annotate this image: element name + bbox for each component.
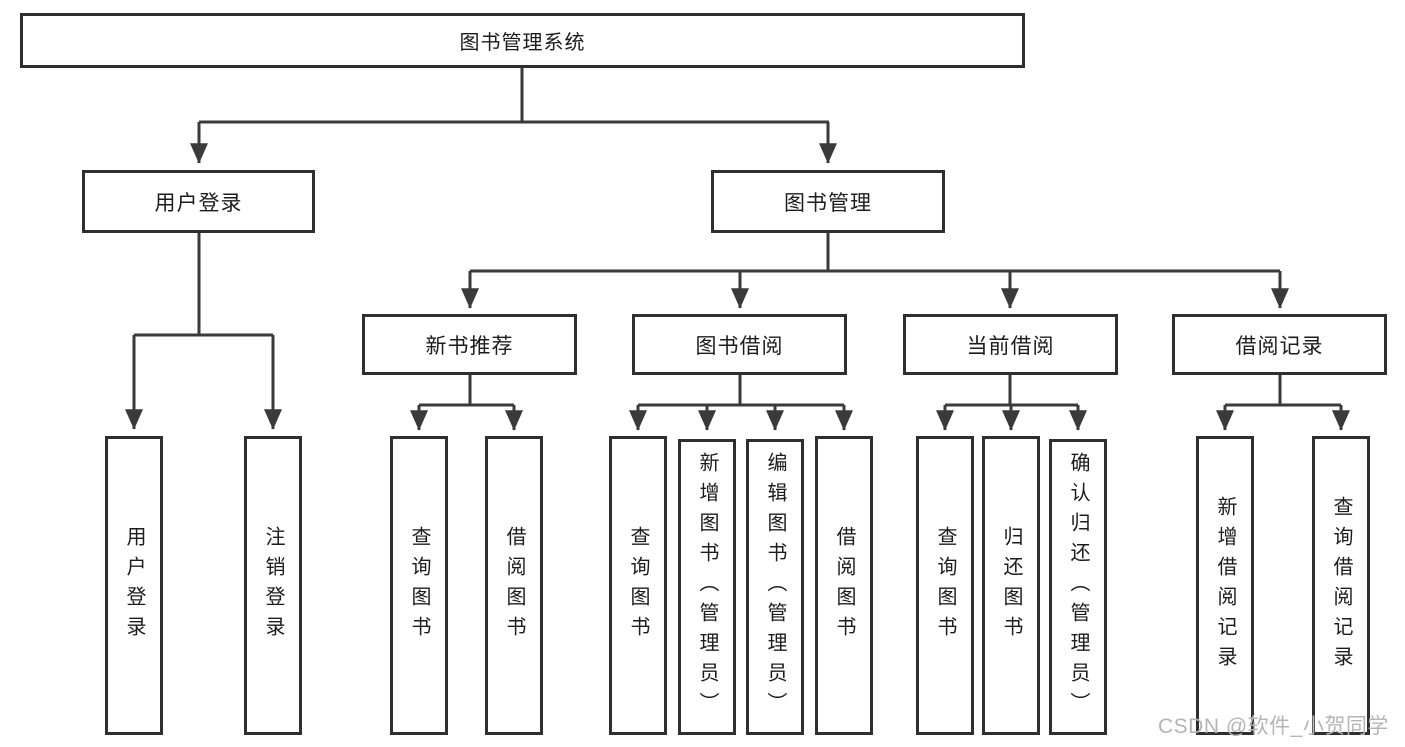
leaf-current-query-books: 查询图书: [916, 436, 974, 735]
node-book-borrowing: 图书借阅: [632, 314, 847, 375]
leaf-borrowing-edit-books-admin: 编辑图书（管理员）: [746, 439, 804, 735]
node-label: 借阅图书: [833, 525, 855, 646]
node-label: 图书管理系统: [459, 32, 586, 54]
node-label: 借阅记录: [1235, 334, 1324, 358]
node-label: 借阅图书: [503, 525, 525, 646]
node-label: 新增图书（管理员）: [696, 452, 718, 722]
node-label: 用户登录: [123, 525, 145, 646]
node-label: 图书管理: [784, 191, 872, 215]
node-label: 归还图书: [1000, 525, 1022, 646]
node-borrowing-records: 借阅记录: [1172, 314, 1387, 375]
node-library-management-system: 图书管理系统: [20, 13, 1025, 68]
leaf-records-query-record: 查询借阅记录: [1312, 436, 1370, 735]
leaf-logout: 注销登录: [244, 436, 302, 735]
node-label: 查询借阅记录: [1330, 495, 1352, 676]
node-new-book-recommend: 新书推荐: [362, 314, 577, 375]
node-label: 新书推荐: [425, 334, 514, 358]
node-label: 当前借阅: [966, 334, 1055, 358]
node-label: 确认归还（管理员）: [1067, 452, 1089, 722]
csdn-watermark: CSDN @软件_小贺同学: [1158, 715, 1389, 738]
leaf-records-add-record: 新增借阅记录: [1196, 436, 1254, 735]
leaf-borrowing-borrow-books: 借阅图书: [815, 436, 873, 735]
node-label: 编辑图书（管理员）: [764, 452, 786, 722]
node-user-login: 用户登录: [82, 170, 315, 233]
node-label: 新增借阅记录: [1214, 495, 1236, 676]
node-book-management: 图书管理: [711, 170, 945, 233]
node-label: 查询图书: [627, 525, 649, 646]
leaf-recommend-query-books: 查询图书: [390, 436, 448, 735]
node-label: 用户登录: [154, 191, 243, 215]
leaf-current-return-books: 归还图书: [982, 436, 1040, 735]
node-label: 查询图书: [408, 525, 430, 646]
node-label: 注销登录: [262, 525, 284, 646]
leaf-recommend-borrow-books: 借阅图书: [485, 436, 543, 735]
leaf-current-confirm-return-admin: 确认归还（管理员）: [1049, 439, 1107, 735]
node-label: 图书借阅: [695, 334, 784, 358]
node-label: 查询图书: [934, 525, 956, 646]
node-current-borrowing: 当前借阅: [903, 314, 1118, 375]
leaf-user-login: 用户登录: [105, 436, 163, 735]
leaf-borrowing-add-books-admin: 新增图书（管理员）: [678, 439, 736, 735]
leaf-borrowing-query-books: 查询图书: [609, 436, 667, 735]
